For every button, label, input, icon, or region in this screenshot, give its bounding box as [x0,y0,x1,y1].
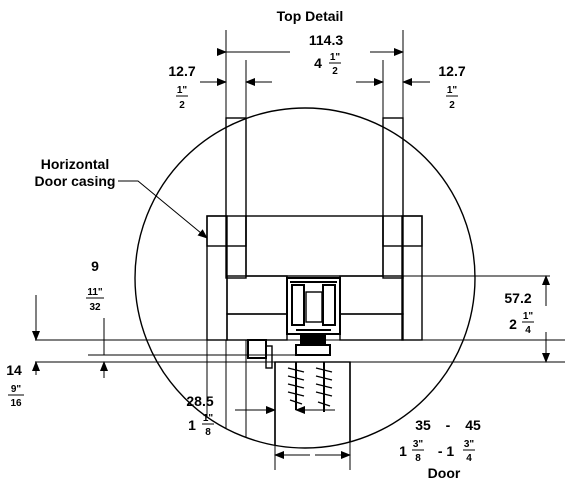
door-in-whole-a: 1 [399,443,407,459]
height-mm: 57.2 [504,290,531,306]
width-in-den: 2 [332,66,338,77]
door-mm-b: 45 [465,417,481,433]
right-casing [401,215,423,341]
door-in-den-a: 8 [415,453,421,464]
right-side-mm: 12.7 [438,63,465,79]
right-side-in-num: 1" [447,85,458,96]
offset-in-num: 1" [203,413,214,424]
door-panel [206,340,351,448]
door-mm-a: 35 [415,417,431,433]
door-in-num-a: 3" [413,439,424,450]
door-sep: - [446,417,451,433]
height-in-den: 4 [525,325,531,336]
width-mm: 114.3 [309,32,343,48]
casing-label-line2: Door casing [35,173,116,189]
left-casing [206,215,228,341]
gap14-mm: 14 [6,362,22,378]
track-block-left [226,275,288,315]
door-label: Door [428,465,461,481]
right-jamb-board [382,117,404,279]
lower-plate-right [339,313,404,341]
left-side-in-num: 1" [177,85,188,96]
left-side-in-den: 2 [179,100,185,111]
height-in-whole: 2 [509,316,517,332]
casing-label-line1: Horizontal [41,156,109,172]
offset-in-den: 8 [205,427,211,438]
casing-leader [118,180,208,239]
header-block [245,215,384,277]
gap9-in-num: 11" [87,287,103,298]
roller-mechanism [286,277,341,356]
left-side-mm: 12.7 [168,63,195,79]
title: Top Detail [277,8,344,24]
track-block-right [339,275,404,315]
height-in-num: 1" [523,311,534,322]
gap14-in-num: 9" [11,384,22,395]
width-in-num: 1" [330,52,341,63]
gap14-in-den: 16 [10,398,22,409]
door-in-dash: - 1 [438,443,455,459]
offset-mm: 28.5 [186,393,213,409]
door-in-num-b: 3" [464,439,475,450]
screws [287,362,333,412]
offset-in-whole: 1 [188,417,196,433]
detail-circle [134,107,476,449]
width-in-whole: 4 [314,55,322,71]
right-side-in-den: 2 [449,100,455,111]
right-casing-cap [382,215,423,247]
door-in-den-b: 4 [466,453,472,464]
left-jamb-board [225,117,247,279]
gap9-in-den: 32 [89,302,101,313]
gap9-mm: 9 [91,258,99,274]
lower-plate-left [226,313,288,341]
